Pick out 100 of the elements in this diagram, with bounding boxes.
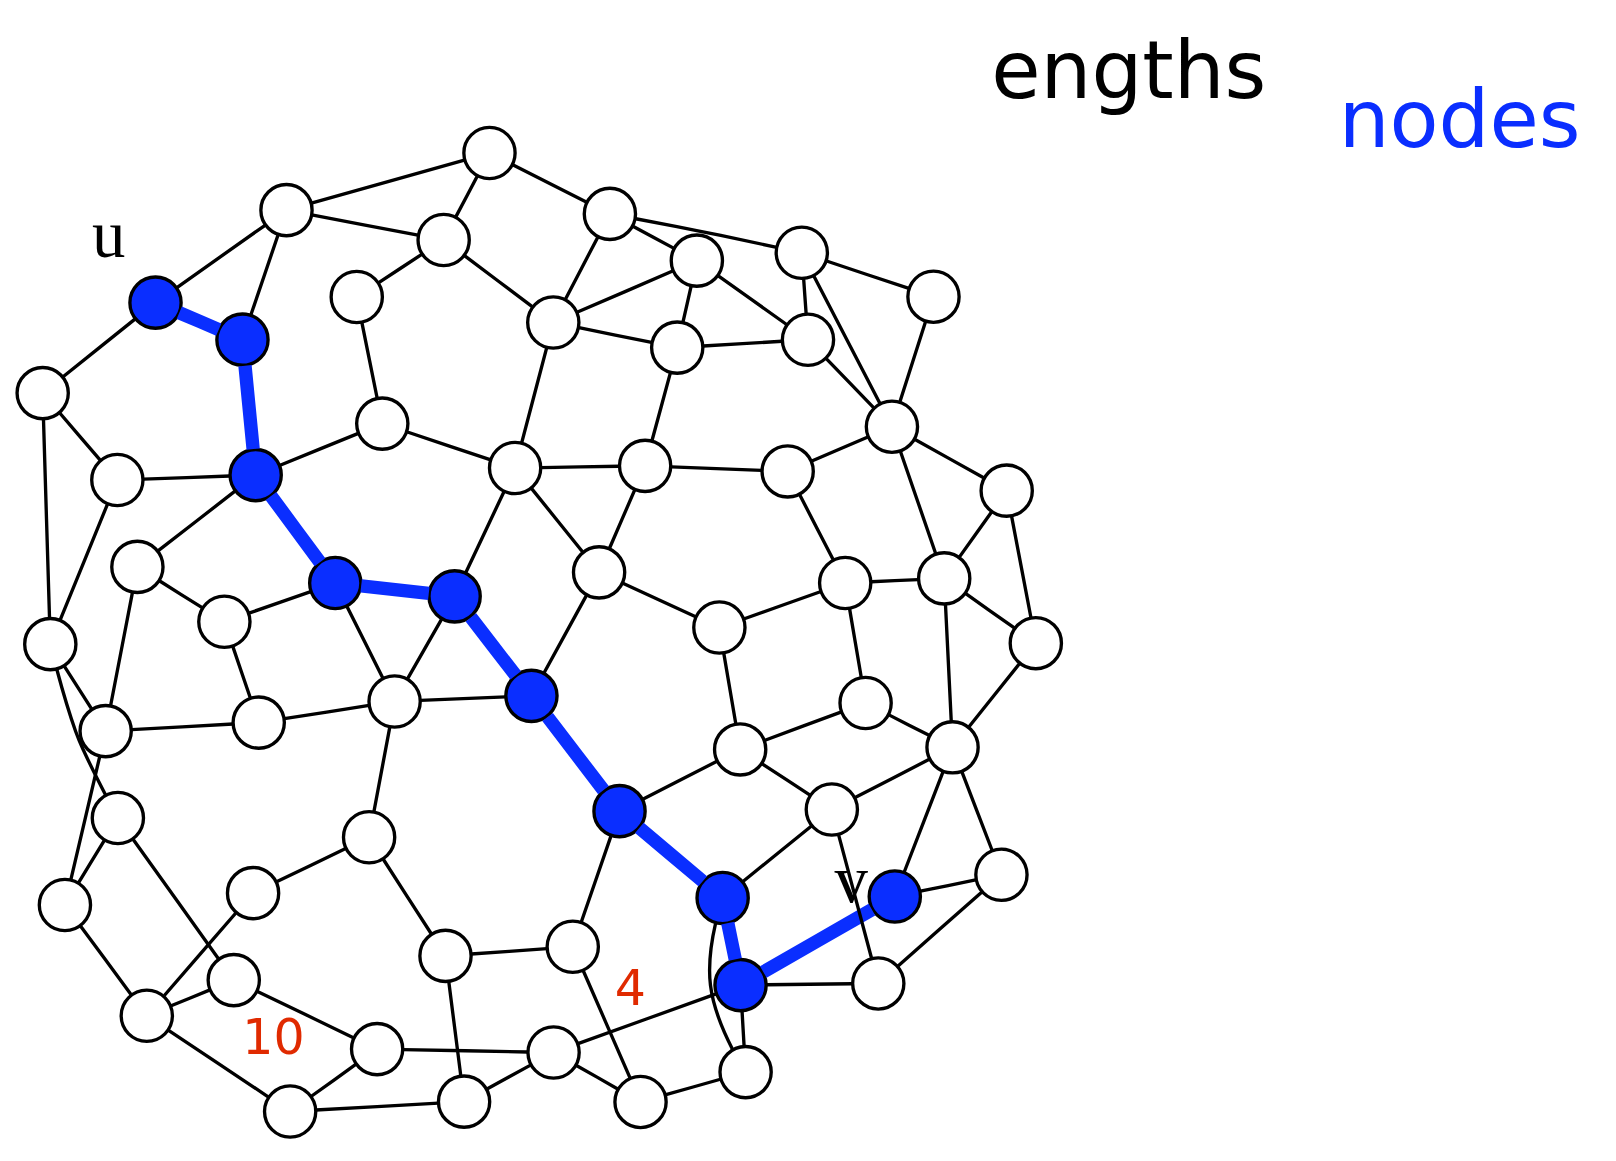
- connector: [761, 761, 811, 796]
- node-circle: [259, 182, 314, 237]
- connector: [811, 434, 869, 463]
- connector: [826, 258, 910, 290]
- node-circle: [355, 395, 410, 451]
- node-circle: [851, 955, 906, 1011]
- connector: [447, 981, 463, 1076]
- node-circle: [367, 673, 422, 729]
- node-circle: [760, 443, 815, 499]
- connector: [377, 252, 423, 284]
- connector: [175, 223, 267, 289]
- connector: [671, 464, 762, 472]
- connector: [131, 721, 234, 731]
- label: nodes: [1338, 72, 1581, 166]
- node-circle: [119, 987, 175, 1043]
- edge-label: 4: [614, 959, 646, 1016]
- connector: [486, 1062, 532, 1091]
- connector: [55, 668, 108, 796]
- node-circle: [15, 365, 70, 420]
- connector: [542, 593, 589, 674]
- connector: [763, 709, 843, 742]
- connector: [801, 277, 808, 314]
- connector: [622, 581, 697, 618]
- connector: [759, 903, 876, 978]
- node-circle: [649, 319, 705, 375]
- connector: [79, 924, 133, 995]
- connector: [632, 224, 675, 250]
- connector: [854, 757, 931, 799]
- node-circle: [817, 555, 873, 610]
- connector: [635, 216, 778, 249]
- node-circle: [90, 790, 146, 845]
- connector: [132, 838, 220, 960]
- connector: [238, 364, 260, 450]
- node-circle: [197, 593, 252, 649]
- connector: [575, 1063, 619, 1091]
- connector: [740, 1010, 746, 1047]
- connector: [607, 488, 637, 549]
- connector: [420, 694, 506, 702]
- node-circle: [90, 452, 145, 507]
- node-circle: [23, 616, 78, 671]
- connector: [454, 174, 479, 218]
- connector: [812, 274, 882, 404]
- label: engths: [991, 23, 1267, 117]
- node-circle: [228, 447, 283, 502]
- connector: [405, 617, 444, 680]
- connector: [642, 759, 718, 801]
- connector: [577, 991, 717, 1045]
- connector: [403, 1047, 528, 1054]
- connector: [360, 321, 379, 398]
- node-circle: [427, 568, 482, 624]
- connector: [157, 489, 237, 552]
- node-circle: [526, 1024, 581, 1080]
- connector: [967, 661, 1022, 728]
- connector: [898, 320, 928, 402]
- connector: [578, 325, 652, 344]
- connector: [964, 591, 1016, 630]
- node-circle: [718, 1044, 773, 1099]
- connector: [520, 346, 549, 443]
- node-circle: [329, 269, 385, 324]
- node-circle: [838, 675, 893, 730]
- node-circle: [504, 668, 559, 723]
- node-circle: [487, 440, 543, 495]
- edge-label: 10: [242, 1008, 305, 1066]
- node-circle: [341, 809, 397, 865]
- connector: [920, 877, 976, 893]
- connector: [722, 652, 738, 724]
- connector: [702, 339, 783, 348]
- connector: [275, 846, 347, 883]
- connector: [563, 235, 600, 300]
- node-circle: [864, 398, 920, 454]
- connector: [707, 922, 735, 1050]
- node-circle: [774, 224, 830, 280]
- connector: [465, 612, 521, 680]
- connector: [943, 603, 953, 722]
- node-circle: [418, 928, 473, 983]
- node-circle: [37, 877, 93, 932]
- node-circle: [416, 212, 471, 267]
- connector: [169, 987, 211, 1008]
- connector: [717, 274, 788, 326]
- node-circle: [231, 694, 287, 750]
- connector: [176, 306, 222, 336]
- connector: [650, 371, 673, 441]
- connector: [310, 1062, 358, 1098]
- node-circle: [571, 544, 627, 600]
- node-circle: [436, 1073, 492, 1129]
- node-circle: [262, 1083, 318, 1139]
- connector: [871, 577, 919, 583]
- connector: [635, 822, 708, 886]
- connector: [77, 838, 106, 884]
- connector: [58, 411, 102, 462]
- connector: [406, 429, 491, 461]
- connector: [824, 356, 875, 409]
- connector: [315, 1100, 439, 1112]
- node-circle: [713, 957, 768, 1012]
- connector: [143, 473, 230, 481]
- connector: [381, 857, 433, 935]
- connector: [62, 317, 136, 378]
- connector: [898, 450, 938, 555]
- node-circle: [526, 294, 581, 350]
- node-circle: [867, 868, 923, 924]
